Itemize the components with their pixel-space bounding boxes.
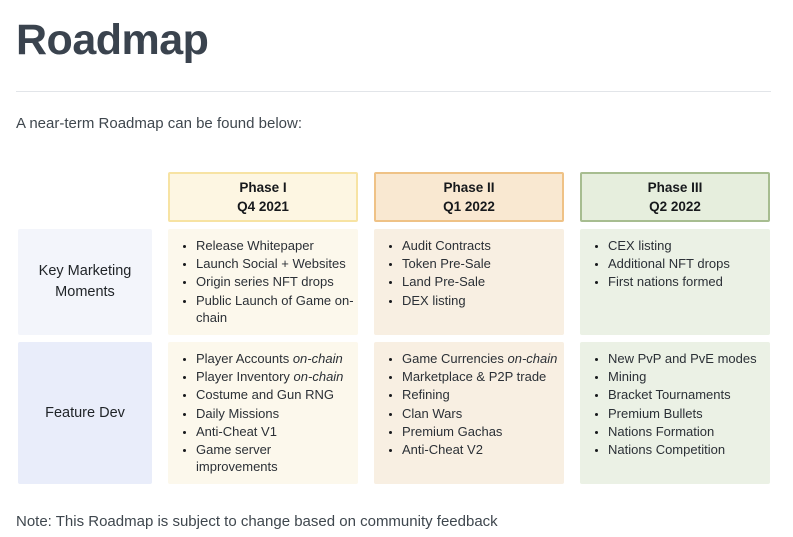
phase-1-header: Phase I Q4 2021: [168, 172, 358, 223]
cell-phase-1-key-marketing: Release WhitepaperLaunch Social + Websit…: [168, 229, 358, 336]
bullet-item: Bracket Tournaments: [608, 386, 766, 403]
roadmap-table: Phase I Q4 2021 Phase II Q1 2022 Phase I…: [18, 172, 777, 485]
bullet-item: Anti-Cheat V2: [402, 441, 560, 458]
phase-1-quarter: Q4 2021: [237, 199, 289, 215]
bullet-item: Daily Missions: [196, 405, 354, 422]
cell-phase-3-key-marketing: CEX listingAdditional NFT dropsFirst nat…: [580, 229, 770, 336]
bullet-item: Release Whitepaper: [196, 237, 354, 254]
bullet-item: Additional NFT drops: [608, 255, 766, 272]
cell-phase-2-key-marketing: Audit ContractsToken Pre-SaleLand Pre-Sa…: [374, 229, 564, 336]
row-label-key-marketing: Key Marketing Moments: [18, 229, 152, 336]
bullet-item: Nations Competition: [608, 441, 766, 458]
note-text: Note: This Roadmap is subject to change …: [16, 513, 498, 531]
table-corner-spacer: [18, 172, 152, 222]
bullet-item: Marketplace & P2P trade: [402, 368, 560, 385]
phase-2-quarter: Q1 2022: [443, 199, 495, 215]
cell-phase-3-feature-dev: New PvP and PvE modesMiningBracket Tourn…: [580, 342, 770, 485]
bullet-item: Player Accounts on-chain: [196, 350, 354, 367]
bullet-item: First nations formed: [608, 273, 766, 290]
bullet-item: Land Pre-Sale: [402, 273, 560, 290]
bullet-item: Premium Gachas: [402, 423, 560, 440]
bullet-item: Token Pre-Sale: [402, 255, 560, 272]
page-title: Roadmap: [16, 16, 209, 64]
bullet-item: Premium Bullets: [608, 405, 766, 422]
intro-text: A near-term Roadmap can be found below:: [16, 115, 303, 133]
bullet-item: Game Currencies on-chain: [402, 350, 560, 367]
bullet-list-phase-3-features: New PvP and PvE modesMiningBracket Tourn…: [580, 350, 766, 458]
phase-3-header: Phase III Q2 2022: [580, 172, 770, 223]
bullet-item: New PvP and PvE modes: [608, 350, 766, 367]
bullet-item: Costume and Gun RNG: [196, 386, 354, 403]
bullet-item: Clan Wars: [402, 405, 560, 422]
row-label-feature-dev: Feature Dev: [18, 342, 152, 485]
bullet-item: Mining: [608, 368, 766, 385]
bullet-item: Origin series NFT drops: [196, 273, 354, 290]
phase-3-name: Phase III: [647, 179, 703, 195]
bullet-item: Public Launch of Game on-chain: [196, 292, 354, 326]
divider: [16, 91, 771, 93]
bullet-item: CEX listing: [608, 237, 766, 254]
bullet-item: Player Inventory on-chain: [196, 368, 354, 385]
bullet-list-phase-3-marketing: CEX listingAdditional NFT dropsFirst nat…: [580, 237, 766, 290]
bullet-item: Nations Formation: [608, 423, 766, 440]
phase-1-name: Phase I: [239, 179, 287, 195]
cell-phase-2-feature-dev: Game Currencies on-chainMarketplace & P2…: [374, 342, 564, 485]
bullet-list-phase-2-marketing: Audit ContractsToken Pre-SaleLand Pre-Sa…: [374, 237, 560, 309]
phase-2-header: Phase II Q1 2022: [374, 172, 564, 223]
bullet-item: Anti-Cheat V1: [196, 423, 354, 440]
bullet-item: Refining: [402, 386, 560, 403]
row-label-feature-dev-text: Feature Dev: [45, 404, 125, 421]
cell-phase-1-feature-dev: Player Accounts on-chainPlayer Inventory…: [168, 342, 358, 485]
bullet-item: Launch Social + Websites: [196, 255, 354, 272]
bullet-list-phase-1-features: Player Accounts on-chainPlayer Inventory…: [168, 350, 354, 475]
bullet-item: Audit Contracts: [402, 237, 560, 254]
row-label-key-marketing-text: Key Marketing Moments: [38, 263, 132, 301]
phase-2-name: Phase II: [443, 179, 495, 195]
bullet-list-phase-2-features: Game Currencies on-chainMarketplace & P2…: [374, 350, 560, 458]
phase-3-quarter: Q2 2022: [649, 199, 701, 215]
bullet-item: DEX listing: [402, 292, 560, 309]
bullet-item: Game server improvements: [196, 441, 354, 475]
bullet-list-phase-1-marketing: Release WhitepaperLaunch Social + Websit…: [168, 237, 354, 326]
